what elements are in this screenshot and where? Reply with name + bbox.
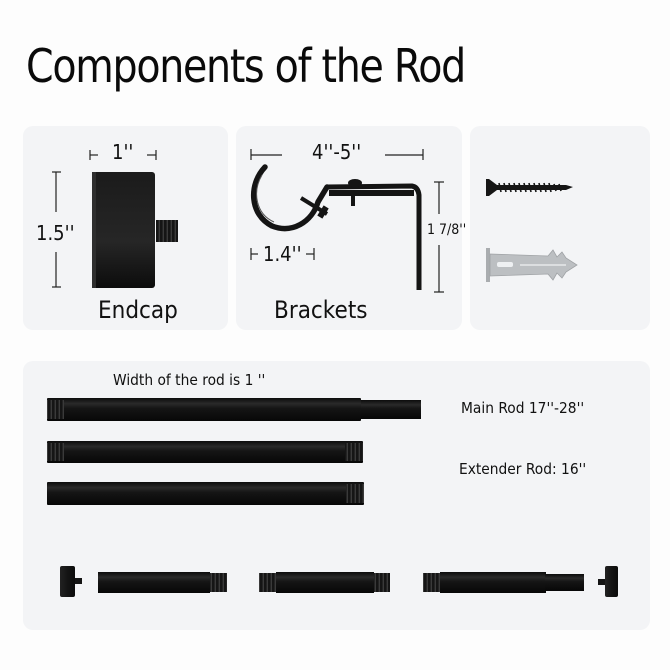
- wall-anchor-icon: [486, 248, 578, 282]
- bracket-height-dim: 1 7/8'': [427, 222, 467, 238]
- rod-width-note: Width of the rod is 1 '': [113, 371, 266, 389]
- page-title: Components of the Rod: [26, 39, 466, 93]
- brackets-label: Brackets: [274, 296, 368, 324]
- screw-icon: [486, 179, 573, 196]
- bracket-illustration: [250, 149, 444, 293]
- extender-rod-illustration: [47, 482, 364, 505]
- endcap-width-dim: 1'': [112, 140, 134, 164]
- endcap-label: Endcap: [98, 296, 178, 324]
- hardware-panel: [470, 126, 650, 330]
- main-rod-illustration: [47, 398, 421, 421]
- extender-rod-illustration: [47, 441, 363, 463]
- bracket-hook-dim: 1.4'': [263, 242, 302, 266]
- endcap-height-dim: 1.5'': [36, 221, 75, 245]
- extender-rod-label: Extender Rod: 16'': [459, 460, 587, 478]
- main-rod-label: Main Rod 17''-28'': [461, 399, 585, 417]
- assembly-row: [60, 566, 618, 597]
- endcap-illustration: [52, 150, 178, 288]
- bracket-width-dim: 4''-5'': [312, 140, 362, 164]
